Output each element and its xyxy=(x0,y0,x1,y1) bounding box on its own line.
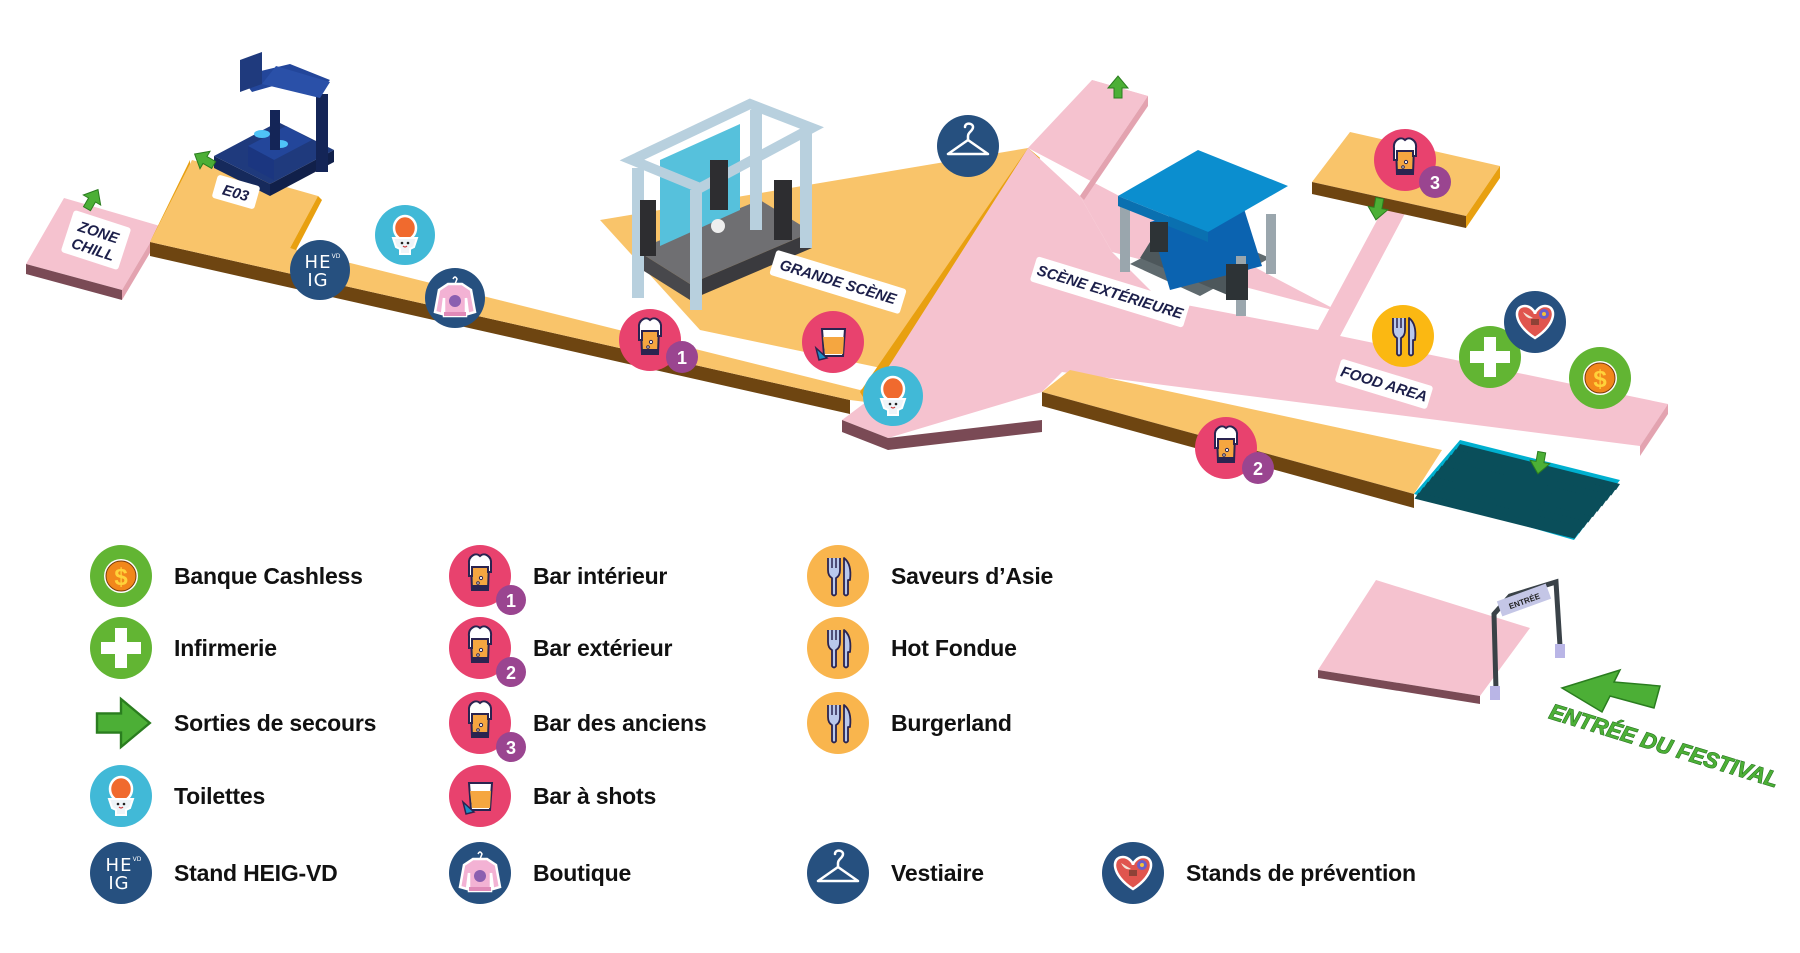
legend-item-boutique[interactable]: Boutique xyxy=(449,842,631,904)
e03-dj-booth xyxy=(214,52,334,196)
shot-glass-icon xyxy=(449,765,511,827)
legend-item-toilettes[interactable]: Toilettes xyxy=(90,765,265,827)
legend-item-stands-de-prevention[interactable]: Stands de prévention xyxy=(1102,842,1416,904)
legend-item-saveurs-d-asie[interactable]: Saveurs d’Asie xyxy=(807,545,1053,607)
map-pin-toilettes[interactable] xyxy=(375,205,435,265)
legend-item-stand-heig-vd[interactable]: Stand HEIG-VD xyxy=(90,842,338,904)
map-pin-bar-a-shots[interactable] xyxy=(802,311,864,373)
stair-step xyxy=(1414,492,1579,539)
coat-hanger-icon xyxy=(807,842,869,904)
legend-label: Stand HEIG-VD xyxy=(174,859,338,886)
sweater-icon xyxy=(449,842,511,904)
bar-number-badge: 2 xyxy=(506,663,516,683)
stair-step xyxy=(1428,476,1593,523)
cashless-coin-icon xyxy=(90,545,152,607)
beer-glass-icon: 3 xyxy=(449,692,526,762)
stair-step xyxy=(1437,465,1602,512)
beer-glass-icon xyxy=(1213,425,1239,463)
svg-text:3: 3 xyxy=(1430,173,1440,193)
stair-step xyxy=(1446,454,1611,501)
cutlery-icon xyxy=(807,617,869,679)
legend-label: Bar extérieur xyxy=(533,634,673,661)
cashless-coin-icon xyxy=(1582,360,1618,396)
svg-text:E03: E03 xyxy=(220,182,251,206)
toilet-icon xyxy=(879,375,907,417)
toilet-icon xyxy=(90,765,152,827)
legend-label: Bar à shots xyxy=(533,782,657,809)
entrance-gate: ENTRÉE xyxy=(1490,578,1565,700)
legend-item-vestiaire[interactable]: Vestiaire xyxy=(807,842,984,904)
cutlery-icon xyxy=(807,545,869,607)
heig-vd-logo-icon xyxy=(90,842,152,904)
beer-glass-icon xyxy=(1392,137,1418,175)
svg-text:1: 1 xyxy=(677,348,687,368)
legend-item-sorties-de-secours[interactable]: Sorties de secours xyxy=(90,692,376,754)
legend-label: Toilettes xyxy=(174,782,266,809)
map-pin-food-area[interactable] xyxy=(1372,305,1434,367)
entrance-arrow-icon xyxy=(1560,668,1661,714)
bar-number-badge: 3 xyxy=(506,738,516,758)
legend-item-hot-fondue[interactable]: Hot Fondue xyxy=(807,617,1017,679)
beer-glass-icon xyxy=(637,317,663,355)
legend-item-bar-des-anciens[interactable]: 3 Bar des anciens xyxy=(449,692,707,762)
stair-step xyxy=(1442,460,1607,507)
heart-icon xyxy=(1102,842,1164,904)
stair-step xyxy=(1423,481,1588,528)
e03-label: E03 xyxy=(212,175,260,209)
entrance-stairs xyxy=(1414,440,1620,540)
legend-label: Bar des anciens xyxy=(533,709,707,736)
beer-glass-icon: 1 xyxy=(449,545,526,615)
map-pin-vestiaire[interactable] xyxy=(937,115,999,177)
map-pin-toilettes[interactable] xyxy=(863,366,923,426)
map-pin-boutique[interactable] xyxy=(425,268,485,328)
map-pin-infirmerie[interactable] xyxy=(1459,326,1521,388)
entree-du-festival-label: ENTRÉE DU FESTIVAL xyxy=(1547,699,1782,792)
toilet-icon xyxy=(391,214,419,256)
medical-cross-icon xyxy=(90,617,152,679)
map-pin-bar-des-anciens[interactable]: 3 xyxy=(1374,129,1451,198)
grande-scene-stage xyxy=(619,98,824,310)
map-pin-heig-vd[interactable] xyxy=(290,240,350,300)
emergency-exit-arrow-icon xyxy=(90,692,152,754)
legend-label: Hot Fondue xyxy=(891,634,1017,661)
zone-chill-area[interactable]: ZONE CHILL xyxy=(26,198,160,300)
map-pin-prevention[interactable] xyxy=(1504,291,1566,353)
bar-number-badge: 1 xyxy=(506,591,516,611)
legend-label: Boutique xyxy=(533,859,632,886)
cutlery-icon xyxy=(807,692,869,754)
legend-label: Banque Cashless xyxy=(174,562,363,589)
stair-step xyxy=(1419,487,1584,534)
legend-label: Sorties de secours xyxy=(174,709,377,736)
outdoor-area[interactable] xyxy=(842,80,1668,704)
scene-exterieure-stage xyxy=(1118,150,1288,316)
map-pin-banque-cashless[interactable] xyxy=(1569,347,1631,409)
legend-label: Stands de prévention xyxy=(1186,859,1416,886)
legend-item-bar-exterieur[interactable]: 2 Bar extérieur xyxy=(449,617,673,687)
legend-item-infirmerie[interactable]: Infirmerie xyxy=(90,617,277,679)
legend-label: Infirmerie xyxy=(174,634,277,661)
legend-label: Burgerland xyxy=(891,709,1012,736)
svg-text:2: 2 xyxy=(1253,459,1263,479)
map-pin-bar-interieur[interactable]: 1 xyxy=(619,309,698,373)
legend-item-bar-a-shots[interactable]: Bar à shots xyxy=(449,765,656,827)
legend-item-bar-interieur[interactable]: 1 Bar intérieur xyxy=(449,545,668,615)
legend-item-burgerland[interactable]: Burgerland xyxy=(807,692,1012,754)
legend-item-banque-cashless[interactable]: Banque Cashless xyxy=(90,545,363,607)
legend-label: Saveurs d’Asie xyxy=(891,562,1054,589)
beer-glass-icon: 2 xyxy=(449,617,526,687)
stair-step xyxy=(1451,449,1616,496)
legend-label: Vestiaire xyxy=(891,859,984,886)
map-pin-bar-exterieur[interactable]: 2 xyxy=(1195,417,1274,484)
legend-label: Bar intérieur xyxy=(533,562,668,589)
stair-step xyxy=(1433,471,1597,517)
